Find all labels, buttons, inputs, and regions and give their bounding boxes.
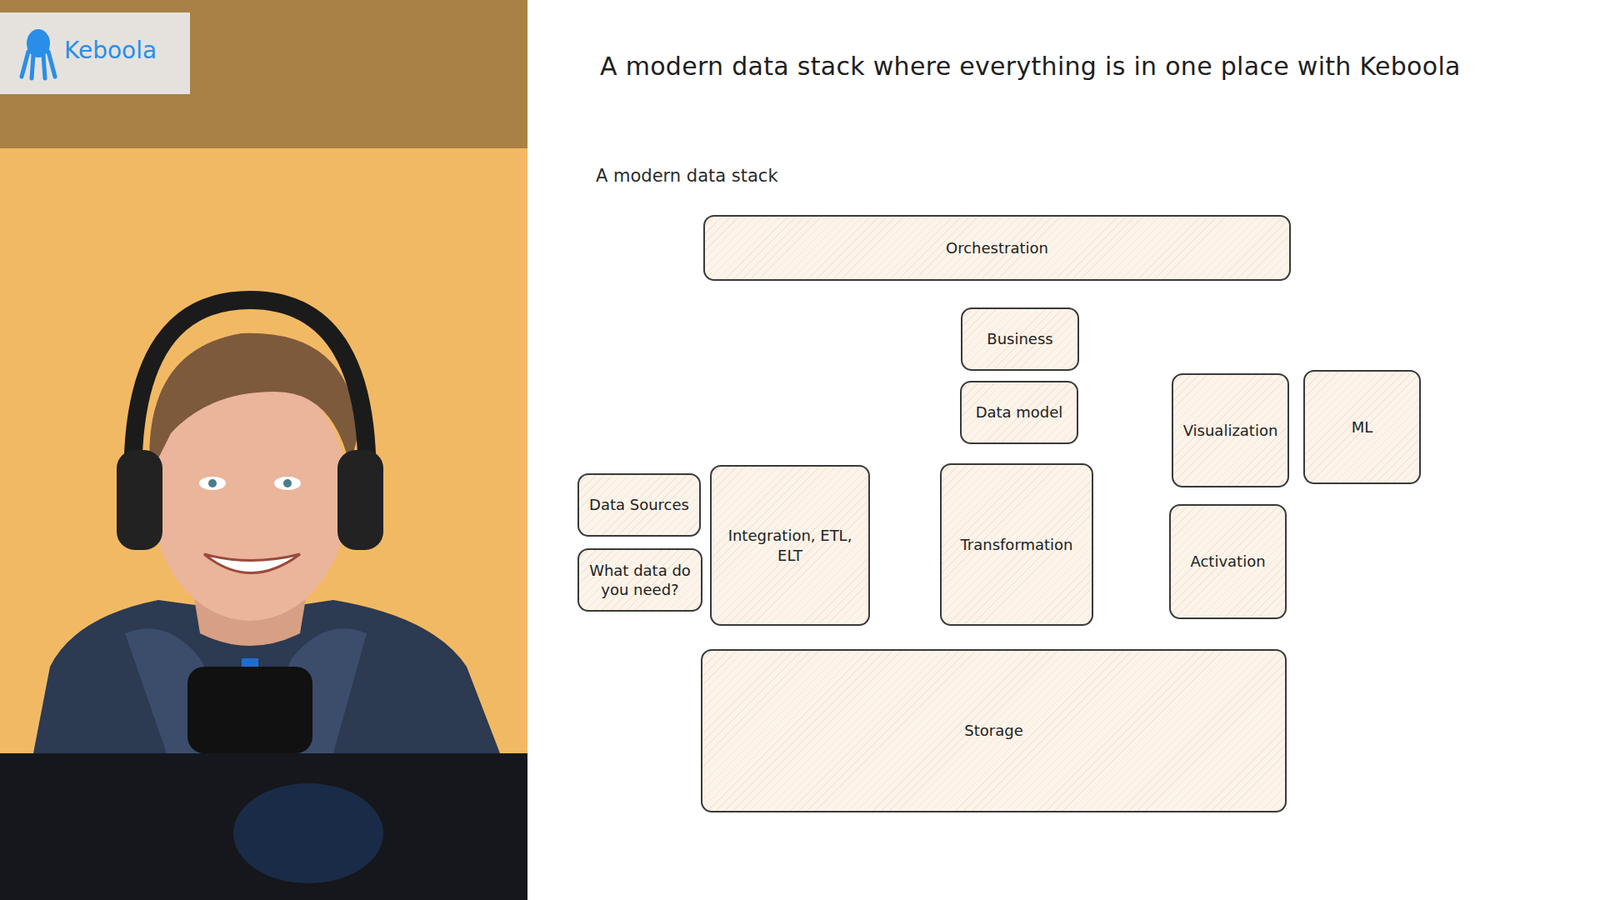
process-box: Transformation bbox=[940, 463, 1094, 626]
presenter-illustration bbox=[0, 0, 528, 900]
process-box: Business bbox=[960, 307, 1080, 371]
box-label: Business bbox=[980, 325, 1060, 352]
process-box: Visualization bbox=[1171, 373, 1290, 488]
process-box: Integration, ETL, ELT bbox=[710, 465, 870, 626]
process-box: What data do you need? bbox=[577, 548, 703, 612]
box-label: Visualization bbox=[1176, 417, 1285, 444]
box-label: Storage bbox=[957, 717, 1030, 744]
box-label: What data do you need? bbox=[579, 557, 701, 604]
process-box: ML bbox=[1303, 370, 1421, 485]
box-label: Transformation bbox=[953, 531, 1080, 558]
diagram-subtitle: A modern data stack bbox=[595, 165, 779, 186]
process-box: Data model bbox=[960, 380, 1079, 445]
video-panel bbox=[0, 0, 528, 900]
box-label: Integration, ETL, ELT bbox=[711, 522, 869, 569]
box-label: Data Sources bbox=[582, 491, 696, 518]
box-label: Activation bbox=[1183, 548, 1272, 575]
process-box: Orchestration bbox=[703, 215, 1291, 281]
process-box: Activation bbox=[1169, 504, 1287, 620]
box-label: Data model bbox=[969, 399, 1070, 425]
logo-text: Keboola bbox=[64, 36, 157, 65]
diagram-title: A modern data stack where everything is … bbox=[600, 51, 1461, 81]
process-box: Storage bbox=[700, 649, 1287, 813]
box-label: ML bbox=[1345, 414, 1380, 440]
box-label: Orchestration bbox=[939, 235, 1055, 261]
process-box: Data Sources bbox=[577, 473, 701, 537]
